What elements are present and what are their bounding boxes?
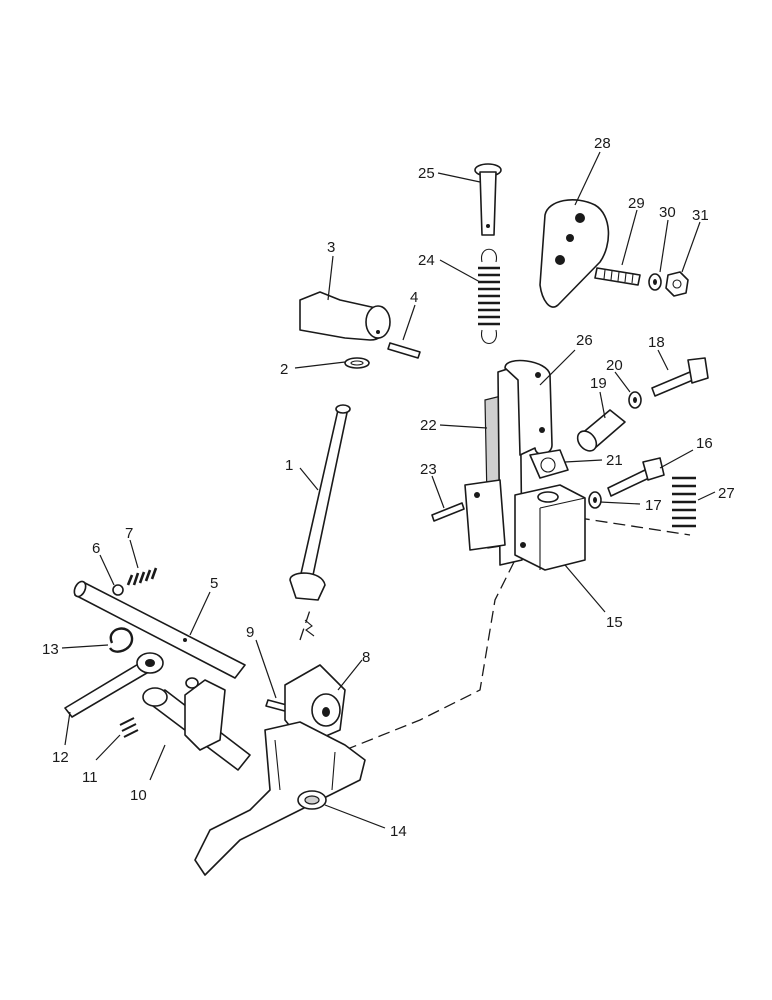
part-31-nut [665,271,689,297]
assembly-dash-lines [299,514,691,751]
part-15-slide-block [464,479,586,571]
part-10-shaft-lever [142,677,251,771]
part-3-lever [299,291,391,341]
part-7-spring [126,567,158,586]
callout-16: 16 [696,435,713,452]
callout-1: 1 [285,457,293,474]
part-28-cam-plate [539,199,610,308]
part-11-set-screw [119,717,139,738]
callout-17: 17 [645,497,662,514]
callout-7: 7 [125,525,133,542]
part-27-compression-spring [672,476,696,528]
callout-31: 31 [692,207,709,224]
part-20-washer [628,391,642,409]
part-25-clevis-pin [474,163,502,236]
callout-27: 27 [718,485,735,502]
callout-20: 20 [606,357,623,374]
part-19-bushing [576,409,626,452]
callout-5: 5 [210,575,218,592]
callout-11: 11 [82,769,98,786]
callout-15: 15 [606,614,623,631]
part-23-roll-pin [431,502,465,522]
callout-6: 6 [92,540,100,557]
callout-14: 14 [390,823,407,840]
callout-13: 13 [42,641,59,658]
callout-12: 12 [52,749,69,766]
part-4-roll-pin [387,342,421,359]
callout-29: 29 [628,195,645,212]
part-16-bolt [607,457,665,497]
callout-4: 4 [410,289,418,306]
callout-26: 26 [576,332,593,349]
callout-leaders [61,151,716,829]
part-18-bolt [651,357,709,397]
part-13-circlip [108,627,134,653]
part-2-washer [344,357,370,369]
part-5-shaft [73,580,246,679]
part-30-washer [648,273,662,291]
part-12-rod [64,652,164,718]
callout-labels: 1 2 3 4 5 6 7 8 9 10 11 12 13 14 15 16 1… [42,135,735,840]
part-14-main-lever [194,721,366,876]
callout-23: 23 [420,461,437,478]
callout-24: 24 [418,252,435,269]
callout-22: 22 [420,417,437,434]
part-21-pivot-block [529,449,569,479]
callout-25: 25 [418,165,435,182]
callout-2: 2 [280,361,288,378]
callout-10: 10 [130,787,147,804]
part-29-bolt [594,267,641,286]
callout-30: 30 [659,204,676,221]
callout-9: 9 [246,624,254,641]
callout-19: 19 [590,375,607,392]
callout-21: 21 [606,452,623,469]
part-6-ball [112,584,124,596]
callout-18: 18 [648,334,665,351]
callout-28: 28 [594,135,611,152]
part-17-washer [588,491,602,509]
callout-3: 3 [327,239,335,256]
part-1-shaft [289,404,351,637]
callout-8: 8 [362,649,370,666]
part-24-tension-spring [478,248,500,345]
